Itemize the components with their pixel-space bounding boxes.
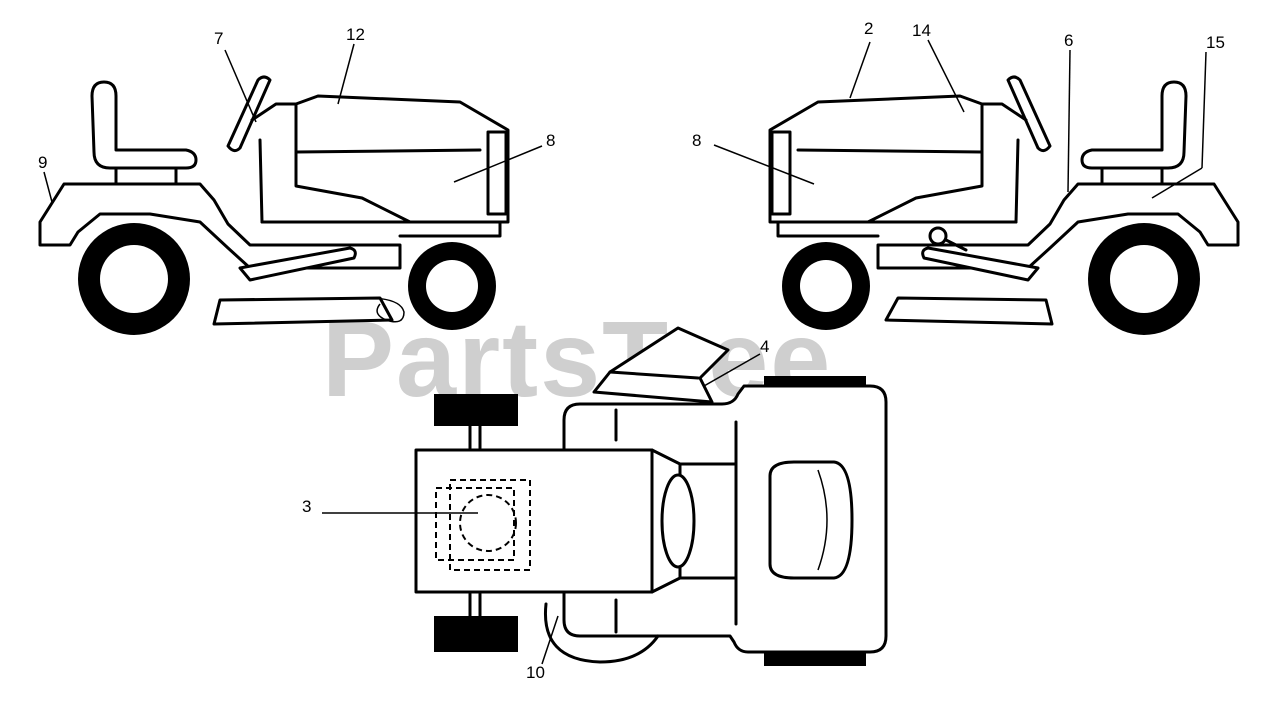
callout-10: 10: [526, 663, 545, 682]
callout-3: 3: [302, 497, 311, 516]
callout-12: 12: [346, 25, 365, 44]
seat-top: [768, 460, 854, 580]
tractor-right-side-view: [768, 75, 1240, 335]
mower-deck: [212, 296, 394, 326]
rear-tire-bottom: [764, 652, 866, 666]
callout-15: 15: [1206, 33, 1225, 52]
mower-deck-right: [884, 296, 1054, 326]
front-tire-bottom: [434, 616, 518, 652]
frame-rail: [260, 220, 502, 238]
hood: [294, 94, 510, 224]
callout-14: 14: [912, 21, 931, 40]
deck-outline-top: [543, 602, 660, 664]
dash-console: [660, 473, 696, 569]
leader-lines: [43, 39, 1207, 665]
front-tire-top: [434, 394, 518, 426]
callout-8-left: 8: [546, 131, 555, 150]
steering-wheel-right: [1006, 75, 1052, 153]
callout-7: 7: [214, 29, 223, 48]
tractor-left-side-view: [38, 75, 510, 335]
callout-4: 4: [760, 337, 769, 356]
decal-outline: [449, 479, 531, 571]
tractor-top-view: [414, 326, 888, 666]
hood-seam: [294, 148, 482, 154]
grille: [486, 130, 508, 216]
callout-9: 9: [38, 153, 47, 172]
hood-right: [768, 94, 984, 224]
seat-post: [114, 166, 178, 186]
grille-right: [770, 130, 792, 216]
callout-2: 2: [864, 19, 873, 38]
callout-6: 6: [1064, 31, 1073, 50]
rear-fender-right: [876, 182, 1240, 270]
steering-wheel: [226, 75, 272, 153]
fuel-cap-decal: [459, 494, 517, 552]
dash-panel: [250, 102, 298, 122]
hood-top-view: [414, 448, 654, 594]
seat: [90, 80, 198, 170]
key-switch: [928, 226, 948, 246]
callout-labels: 2 3 4 6 7 8 8 9 10 12 14 15: [38, 19, 1225, 682]
steering-column: [258, 138, 264, 224]
seat-right: [1080, 80, 1188, 170]
deck-chute: [355, 297, 405, 323]
callout-8-right: 8: [692, 131, 701, 150]
rear-fender: [38, 182, 402, 270]
foot-pedal: [238, 246, 357, 282]
